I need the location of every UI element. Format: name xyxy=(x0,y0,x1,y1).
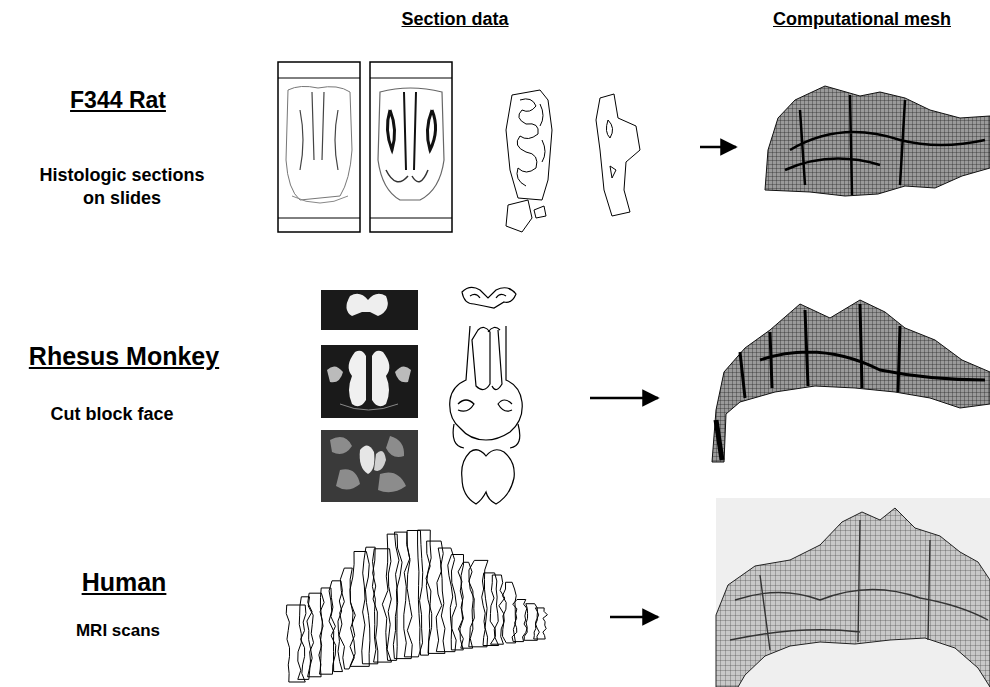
illustration-part xyxy=(700,146,736,149)
rat-section xyxy=(278,62,452,232)
illustration-part xyxy=(346,294,387,316)
column-heading: Computational mesh xyxy=(742,8,982,31)
illustration-part xyxy=(382,534,402,660)
illustration-part xyxy=(393,532,412,658)
illustration-part xyxy=(350,551,370,666)
illustration-part xyxy=(370,78,452,79)
method-note: MRI scans xyxy=(13,620,223,642)
illustration-part xyxy=(534,608,548,639)
illustration-part xyxy=(372,549,391,662)
rat-section xyxy=(506,90,640,232)
illustration-part xyxy=(278,218,360,219)
illustration-part xyxy=(374,451,386,471)
illustration-part xyxy=(448,555,464,650)
illustration-part xyxy=(436,548,456,652)
illustration-part xyxy=(785,95,985,195)
illustration-part xyxy=(716,498,990,687)
illustration-part xyxy=(321,430,418,502)
computational-mesh xyxy=(765,86,990,196)
illustration-part xyxy=(426,541,445,653)
species-name: F344 Rat xyxy=(13,86,223,116)
illustration-part xyxy=(506,90,552,200)
illustration-part xyxy=(540,104,545,162)
illustration-part xyxy=(286,86,352,200)
illustration-part xyxy=(596,94,640,216)
illustration-part xyxy=(387,110,435,150)
illustration-part xyxy=(286,605,306,682)
monkey-section xyxy=(321,290,418,502)
illustration-part xyxy=(278,62,360,232)
illustration-part xyxy=(517,99,538,186)
illustration-part xyxy=(488,327,502,389)
illustration-part xyxy=(329,581,343,672)
illustration-part xyxy=(765,86,990,196)
arrow-group xyxy=(590,147,736,617)
illustration-part xyxy=(307,593,324,677)
illustration-part xyxy=(370,218,452,219)
illustration-part xyxy=(470,294,506,298)
illustration-part xyxy=(453,424,520,448)
mri-contours xyxy=(286,530,547,682)
method-note: Histologic sections on slides xyxy=(32,164,212,211)
illustration-part xyxy=(524,604,539,641)
method-note: Cut block face xyxy=(7,403,217,426)
illustration-part xyxy=(370,62,452,232)
species-name: Human xyxy=(19,566,229,599)
illustration-part xyxy=(378,88,444,200)
illustration-part xyxy=(716,508,990,687)
illustration-part xyxy=(610,616,658,619)
illustration-part xyxy=(327,366,411,382)
illustration-part xyxy=(278,78,360,79)
illustration-part xyxy=(590,397,658,400)
illustration-part xyxy=(450,326,523,440)
illustration-part xyxy=(386,170,428,182)
illustration-part xyxy=(372,351,389,407)
illustration-part xyxy=(712,300,990,462)
illustration-part xyxy=(502,582,516,643)
illustration-part xyxy=(472,327,490,389)
illustration-part xyxy=(462,450,515,504)
illustration-part xyxy=(340,404,398,410)
illustration-part xyxy=(339,568,355,669)
computational-mesh xyxy=(716,498,990,687)
monkey-section xyxy=(450,287,523,504)
column-heading: Section data xyxy=(345,8,565,31)
illustration-part xyxy=(458,562,473,648)
illustration-part xyxy=(321,290,418,330)
illustration-part xyxy=(534,206,546,218)
illustration-part xyxy=(458,400,512,411)
illustration-part xyxy=(349,351,366,407)
illustration-part xyxy=(740,304,985,398)
illustration-part xyxy=(300,92,338,170)
illustration-part xyxy=(606,120,616,178)
computational-mesh xyxy=(712,300,990,462)
illustration-part xyxy=(482,573,499,646)
illustration-part xyxy=(404,92,416,170)
illustration-part xyxy=(360,445,375,474)
illustration-part xyxy=(292,196,348,203)
illustration-part xyxy=(730,520,988,650)
illustration-part xyxy=(418,530,432,655)
illustration-part xyxy=(462,287,516,308)
species-name: Rhesus Monkey xyxy=(4,340,244,373)
illustration-part xyxy=(321,345,418,418)
illustration-part xyxy=(506,200,532,232)
illustration-part xyxy=(330,436,406,492)
illustration-part xyxy=(716,420,722,460)
